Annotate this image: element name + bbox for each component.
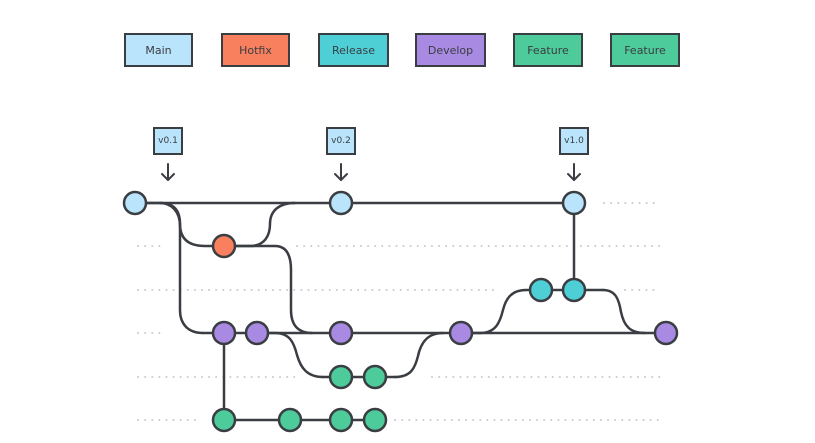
tag-v0-2: v0.2 [326,127,356,155]
main-commit-2 [328,190,354,216]
feature2-commit-3 [328,407,354,433]
develop-commit-2 [244,320,270,346]
down-arrow-icon [161,163,175,181]
feature1-out-line [255,331,325,379]
release-branch-out-line [459,288,543,335]
release-commit-1 [528,277,554,303]
legend-main: Main [124,33,193,67]
legend-label: Develop [427,43,474,57]
down-arrow-icon [567,163,581,181]
feature1-commit-2 [362,364,388,390]
feature2-commit-4 [362,407,388,433]
lane-guides [137,202,661,421]
tag-v0-1: v0.1 [153,127,183,155]
feature2-commit-1 [211,407,237,433]
legend-develop: Develop [415,33,486,67]
release-back-to-develop-line [601,288,647,335]
down-arrow-icon [334,163,348,181]
legend-label: Feature [527,43,569,57]
main-to-develop-line [158,201,205,335]
legend-label: Hotfix [239,43,272,57]
feature1-merge-line [393,331,445,379]
hotfix-commit [211,233,237,259]
legend-release: Release [318,33,389,67]
feature1-commit-1 [328,364,354,390]
develop-commit-3 [328,320,354,346]
feature2-commit-2 [277,407,303,433]
tag-label: v0.2 [331,136,351,146]
release-commit-2 [561,277,587,303]
hotfix-to-main-line [222,201,297,248]
legend-label: Release [332,43,375,57]
legend-label: Main [145,43,172,57]
hotfix-to-develop-line [222,244,314,335]
develop-commit-1 [211,320,237,346]
legend-feature-2: Feature [610,33,680,67]
develop-commit-4 [448,320,474,346]
legend-hotfix: Hotfix [221,33,290,67]
legend-label: Feature [624,43,666,57]
tag-v1-0: v1.0 [559,127,589,155]
main-commit-1 [122,190,148,216]
main-commit-3 [561,190,587,216]
tag-label: v1.0 [564,136,584,146]
legend-feature-1: Feature [513,33,583,67]
develop-commit-5 [653,320,679,346]
tag-label: v0.1 [158,136,178,146]
